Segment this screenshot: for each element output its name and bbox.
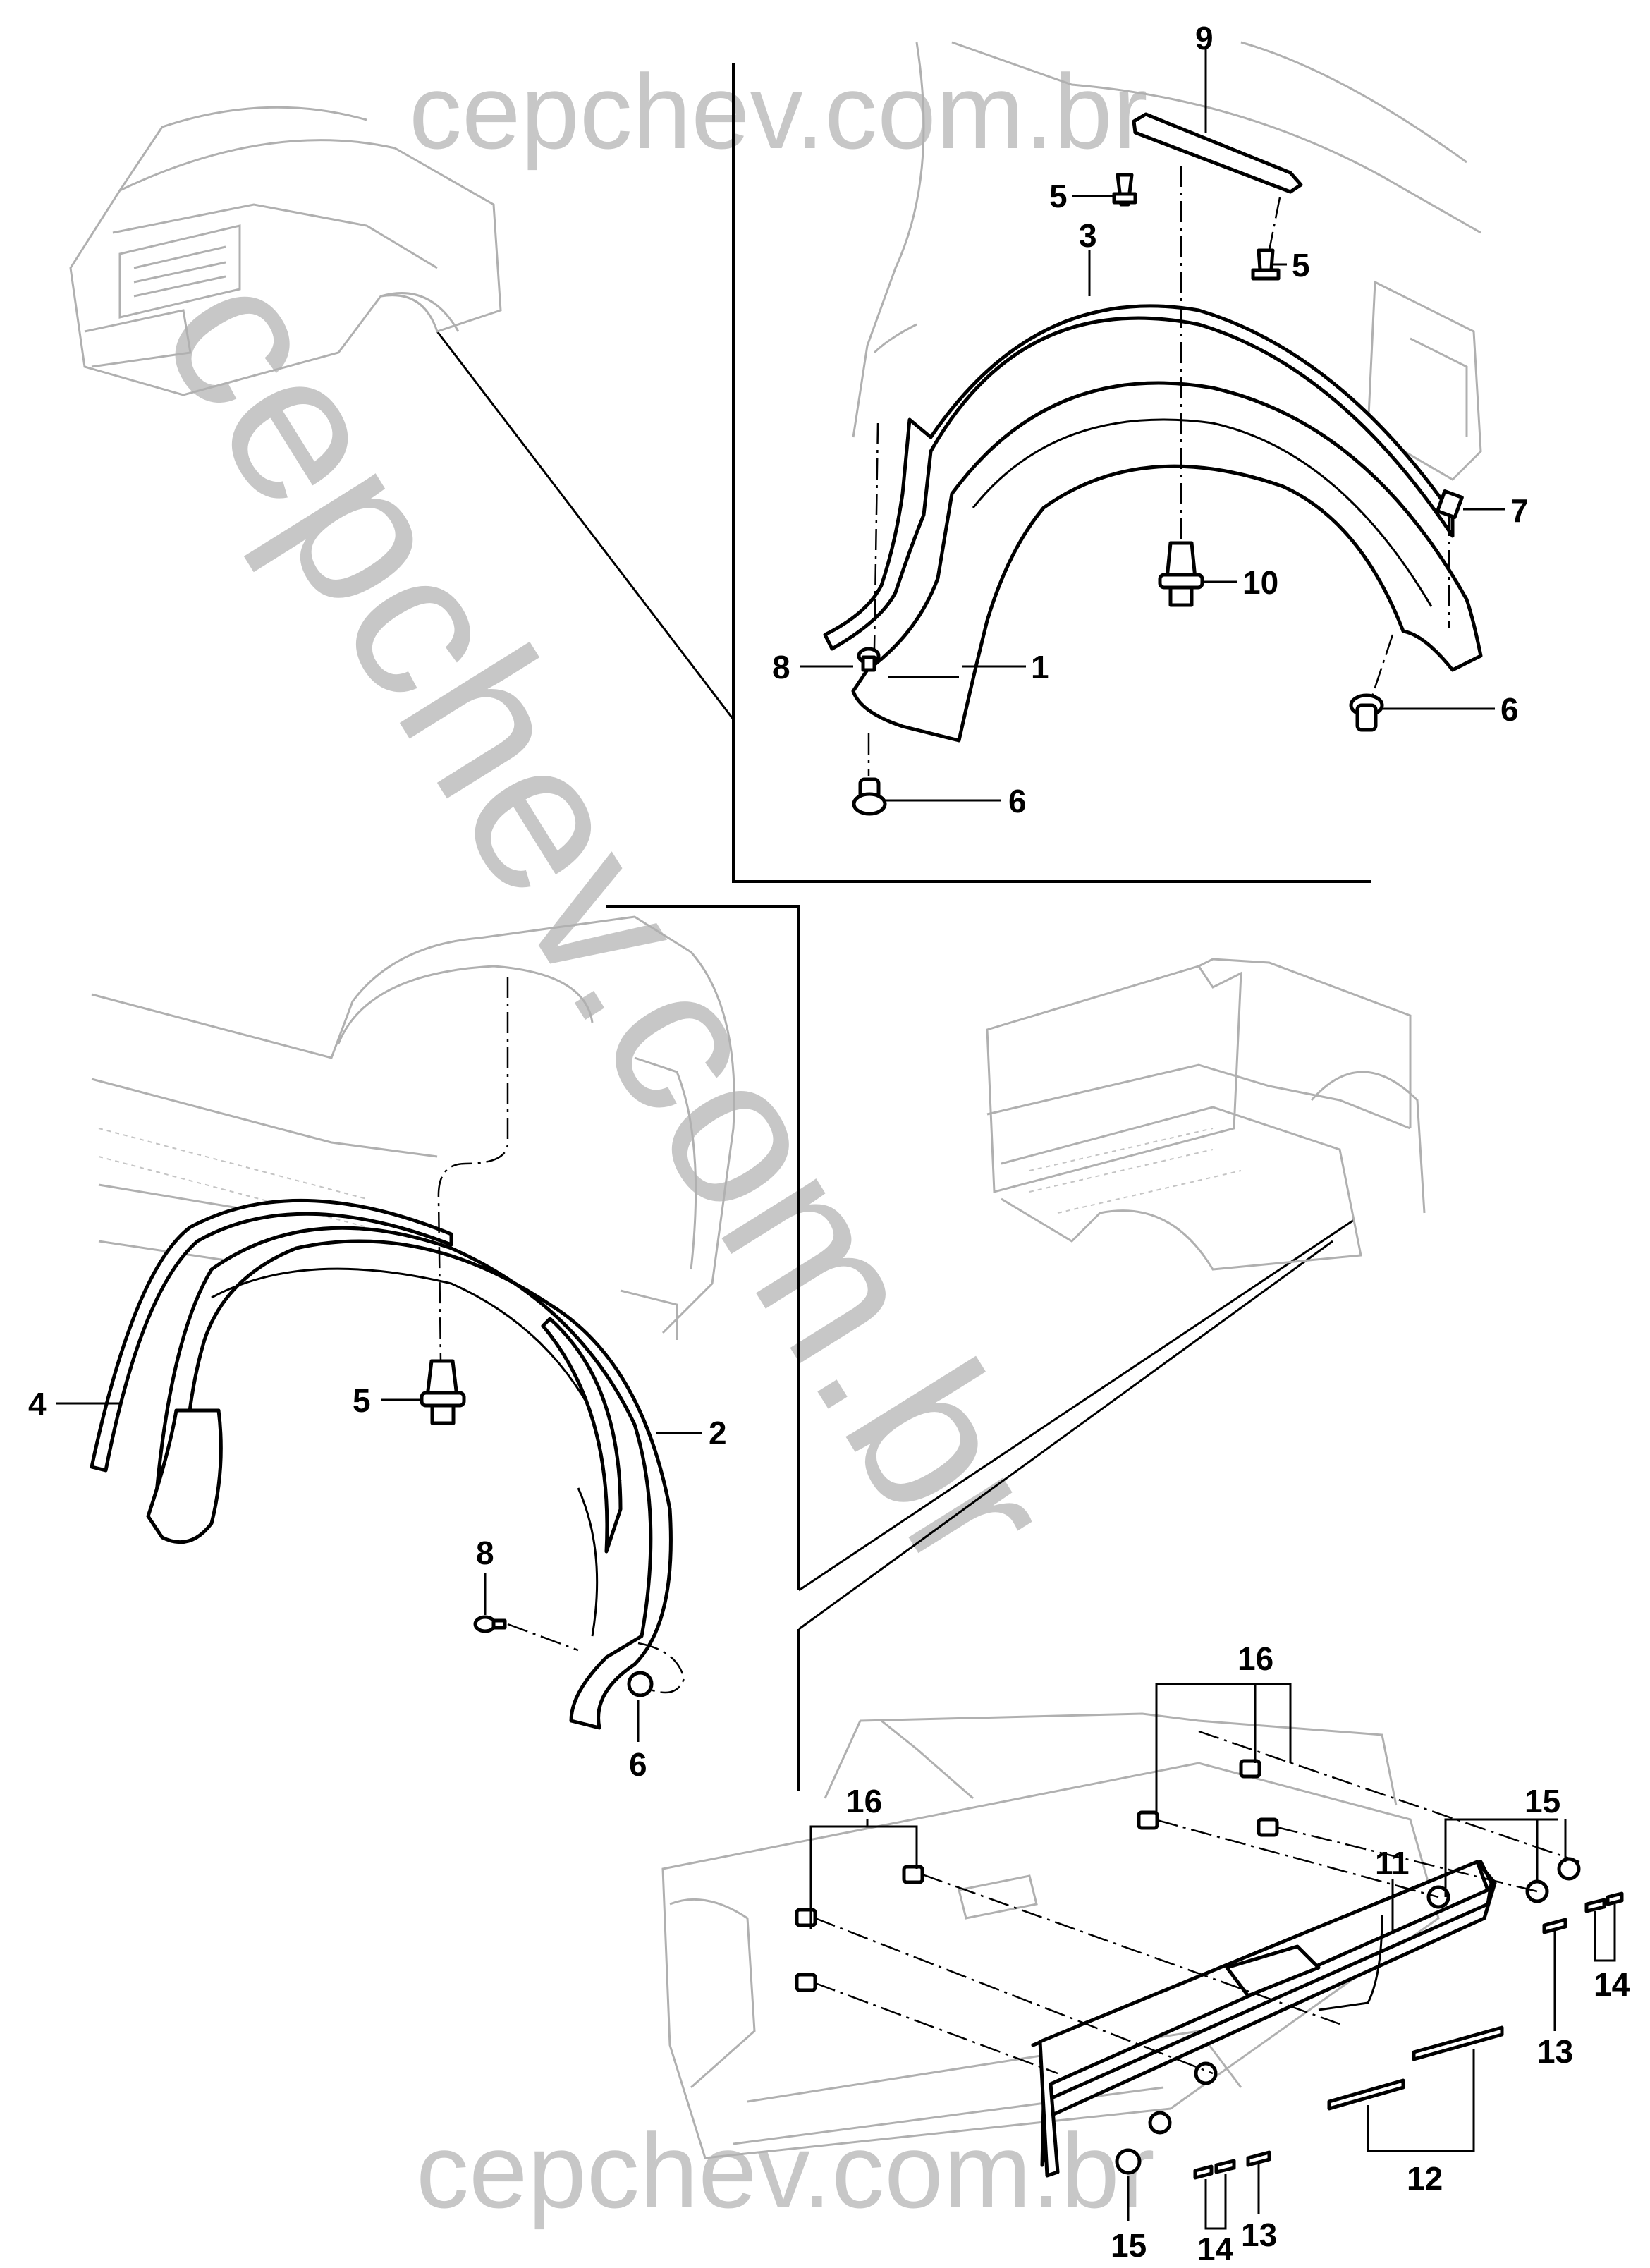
watermark-top: cepchev.com.br [409,52,1148,171]
part-3-flare-molding [823,304,1455,651]
callout-5-top-right: 5 [1292,247,1310,284]
bolts-15 [1115,1857,1581,2175]
tailgate-parts [795,1730,1624,2180]
tape-strips [1193,1891,1624,2180]
callout-11: 11 [1375,1845,1410,1882]
callout-5-top-left: 5 [1049,178,1068,214]
callout-14-right: 14 [1594,1966,1630,2003]
callout-14-bottom: 14 [1197,2231,1234,2267]
top-section-parts [823,112,1483,816]
callout-6-rear: 6 [629,1746,647,1783]
part-11-tailgate-molding [1031,1860,1497,2167]
part-2-rear-wheel-flare [153,1226,673,1730]
fastener-7 [1436,489,1464,520]
callout-15-bottom: 15 [1111,2227,1147,2264]
watermark-bottom: cepchev.com.br [416,2111,1155,2230]
fastener-8-rear [473,1615,507,1633]
pickup-bed-sketch [986,958,1426,1271]
callout-3: 3 [1079,217,1097,254]
callout-6-top-right: 6 [1501,691,1519,728]
callout-13-right: 13 [1537,2033,1573,2070]
callout-labels: 9 5 5 3 7 10 1 8 6 6 4 5 2 8 6 16 16 11 … [28,20,1630,2267]
part-4-rear-flare-molding [90,1198,453,1473]
callout-5-rear: 5 [353,1382,371,1419]
fastener-5-top-left [1112,173,1137,207]
callout-1: 1 [1031,649,1049,685]
leaders [56,49,1616,2230]
vehicle-body-sketch-top [852,41,1482,481]
pointer-line-bed-2 [798,1240,1333,1630]
middle-frame [606,905,800,1590]
clips-16 [795,1759,1279,1992]
pointer-line-front [436,331,735,720]
truck-front-sketch [69,106,502,396]
fastener-10 [1158,541,1204,607]
fastener-6-top-left [852,777,887,816]
section-frames [436,63,1371,1791]
callout-9: 9 [1195,20,1214,56]
callout-4: 4 [28,1386,47,1422]
fastener-6-rear [627,1671,654,1697]
callout-13-bottom: 13 [1241,2217,1277,2253]
top-frame [732,63,1371,883]
fastener-5-top-right [1251,248,1281,281]
part-1-front-wheel-flare [851,381,1483,743]
callout-8-top: 8 [772,649,790,685]
part-9-trim-strip [1132,112,1303,194]
callout-16-right: 16 [1238,1640,1273,1677]
fastener-6-top-right [1349,693,1384,732]
callout-7: 7 [1510,492,1529,529]
pointer-line-bed-1 [798,1219,1355,1592]
callout-10: 10 [1242,564,1278,601]
callout-8-rear: 8 [476,1535,494,1571]
callout-2: 2 [709,1415,727,1451]
fastener-8-top [857,647,881,672]
callout-16-left: 16 [846,1783,882,1819]
callout-6-top-left: 6 [1008,783,1027,819]
callout-15-right: 15 [1524,1783,1560,1819]
fastener-5-rear [420,1359,466,1425]
rear-fender-sketch [91,915,735,1340]
callout-12: 12 [1407,2160,1443,2197]
